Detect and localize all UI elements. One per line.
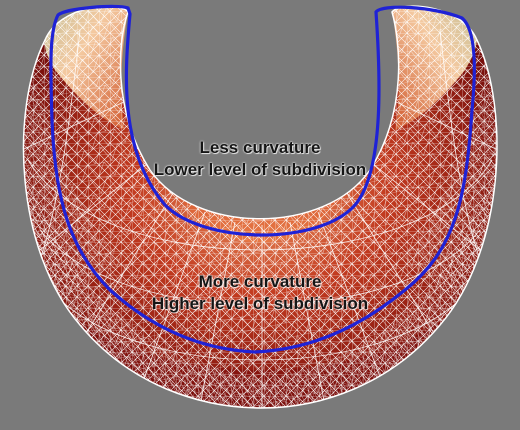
inner-region-label: Less curvature Lower level of subdivisio… bbox=[0, 137, 520, 181]
curvature-region-outline bbox=[49, 4, 476, 354]
inner-label-line1: Less curvature bbox=[199, 138, 321, 157]
inner-label-line2: Lower level of subdivision bbox=[153, 160, 367, 179]
outer-label-line1: More curvature bbox=[198, 272, 322, 291]
outer-region-label: More curvature Higher level of subdivisi… bbox=[0, 271, 520, 315]
outer-label-line2: Higher level of subdivision bbox=[151, 294, 369, 313]
